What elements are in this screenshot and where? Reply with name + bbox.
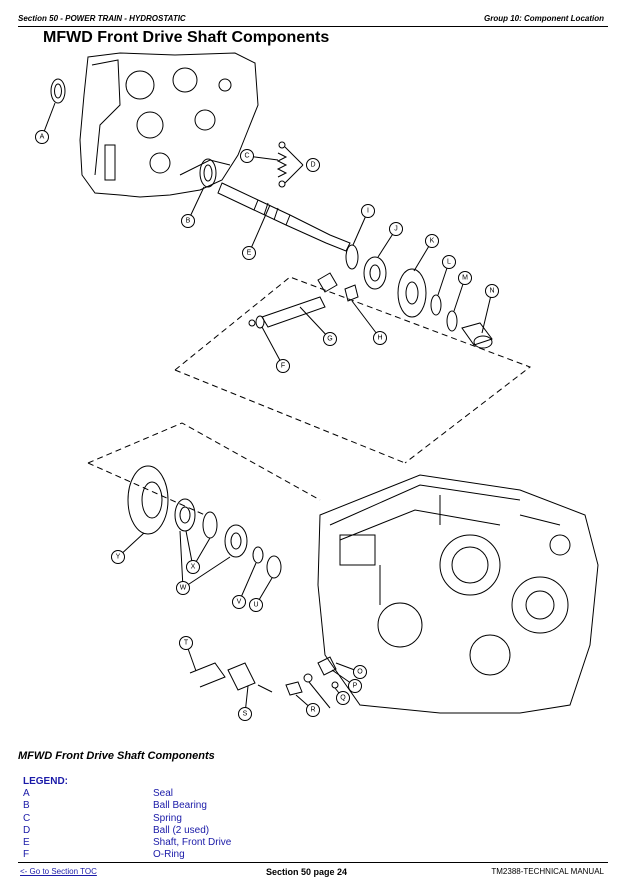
- callout-j: J: [389, 222, 403, 236]
- svg-text:M: M: [462, 275, 468, 282]
- callout-v: V: [232, 595, 246, 609]
- svg-text:D: D: [310, 162, 315, 169]
- svg-text:R: R: [310, 707, 315, 714]
- svg-text:J: J: [394, 226, 398, 233]
- svg-text:F: F: [281, 363, 285, 370]
- callout-t: T: [179, 636, 193, 650]
- svg-text:V: V: [237, 599, 242, 606]
- figure-caption: MFWD Front Drive Shaft Components: [18, 750, 215, 762]
- page-title: MFWD Front Drive Shaft Components: [43, 29, 330, 46]
- callout-p: P: [348, 679, 362, 693]
- callout-n: N: [485, 284, 499, 298]
- callout-l: L: [442, 255, 456, 269]
- legend-title: LEGEND:: [23, 776, 68, 787]
- callout-g: G: [323, 332, 337, 346]
- upper-housing: [79, 52, 259, 198]
- callout-k: K: [425, 234, 439, 248]
- svg-text:S: S: [243, 711, 248, 718]
- svg-text:H: H: [377, 335, 382, 342]
- svg-text:G: G: [327, 336, 332, 343]
- callout-w: W: [176, 581, 190, 595]
- svg-text:C: C: [244, 153, 249, 160]
- svg-text:B: B: [186, 218, 191, 225]
- svg-text:I: I: [367, 208, 369, 215]
- svg-text:E: E: [247, 250, 252, 257]
- svg-text:U: U: [253, 602, 258, 609]
- callout-o: O: [353, 665, 367, 679]
- callout-q: Q: [336, 691, 350, 705]
- callout-y: Y: [111, 550, 125, 564]
- svg-text:O: O: [357, 669, 363, 676]
- seal-part: [50, 78, 66, 104]
- svg-text:T: T: [184, 640, 189, 647]
- footer-rule: [18, 862, 608, 863]
- callout-a: A: [35, 130, 49, 144]
- callout-c: C: [240, 149, 254, 163]
- large-gear-part: [127, 465, 169, 535]
- page-number: Section 50 page 24: [266, 867, 348, 877]
- group-header: Group 10: Component Location: [484, 14, 604, 23]
- callout-u: U: [249, 598, 263, 612]
- callout-s: S: [238, 707, 252, 721]
- header-rule: [18, 26, 608, 27]
- callout-d: D: [306, 158, 320, 172]
- callout-x: X: [186, 560, 200, 574]
- svg-text:X: X: [191, 564, 196, 571]
- lower-housing: [317, 474, 599, 714]
- svg-text:N: N: [489, 288, 494, 295]
- front-drive-shaft-part: [217, 182, 351, 252]
- callout-h: H: [373, 331, 387, 345]
- exploded-diagram: A B C D E F G H I J K L M N O P Q R S T …: [35, 52, 599, 721]
- svg-text:L: L: [447, 259, 451, 266]
- svg-text:Y: Y: [116, 554, 121, 561]
- section-header: Section 50 - POWER TRAIN - HYDROSTATIC: [18, 14, 186, 23]
- callout-b: B: [181, 214, 195, 228]
- callout-e: E: [242, 246, 256, 260]
- ball-bearing-part: [199, 158, 217, 188]
- svg-text:W: W: [180, 585, 187, 592]
- svg-text:A: A: [40, 134, 45, 141]
- svg-text:K: K: [430, 238, 435, 245]
- gear-part: [397, 268, 427, 318]
- callout-r: R: [306, 703, 320, 717]
- go-to-section-toc-link[interactable]: <- Go to Section TOC: [20, 867, 97, 876]
- svg-text:Q: Q: [340, 695, 346, 702]
- callout-f: F: [276, 359, 290, 373]
- callout-m: M: [458, 271, 472, 285]
- callout-i: I: [361, 204, 375, 218]
- manual-name: TM2388-TECHNICAL MANUAL: [491, 867, 604, 876]
- svg-text:P: P: [353, 683, 358, 690]
